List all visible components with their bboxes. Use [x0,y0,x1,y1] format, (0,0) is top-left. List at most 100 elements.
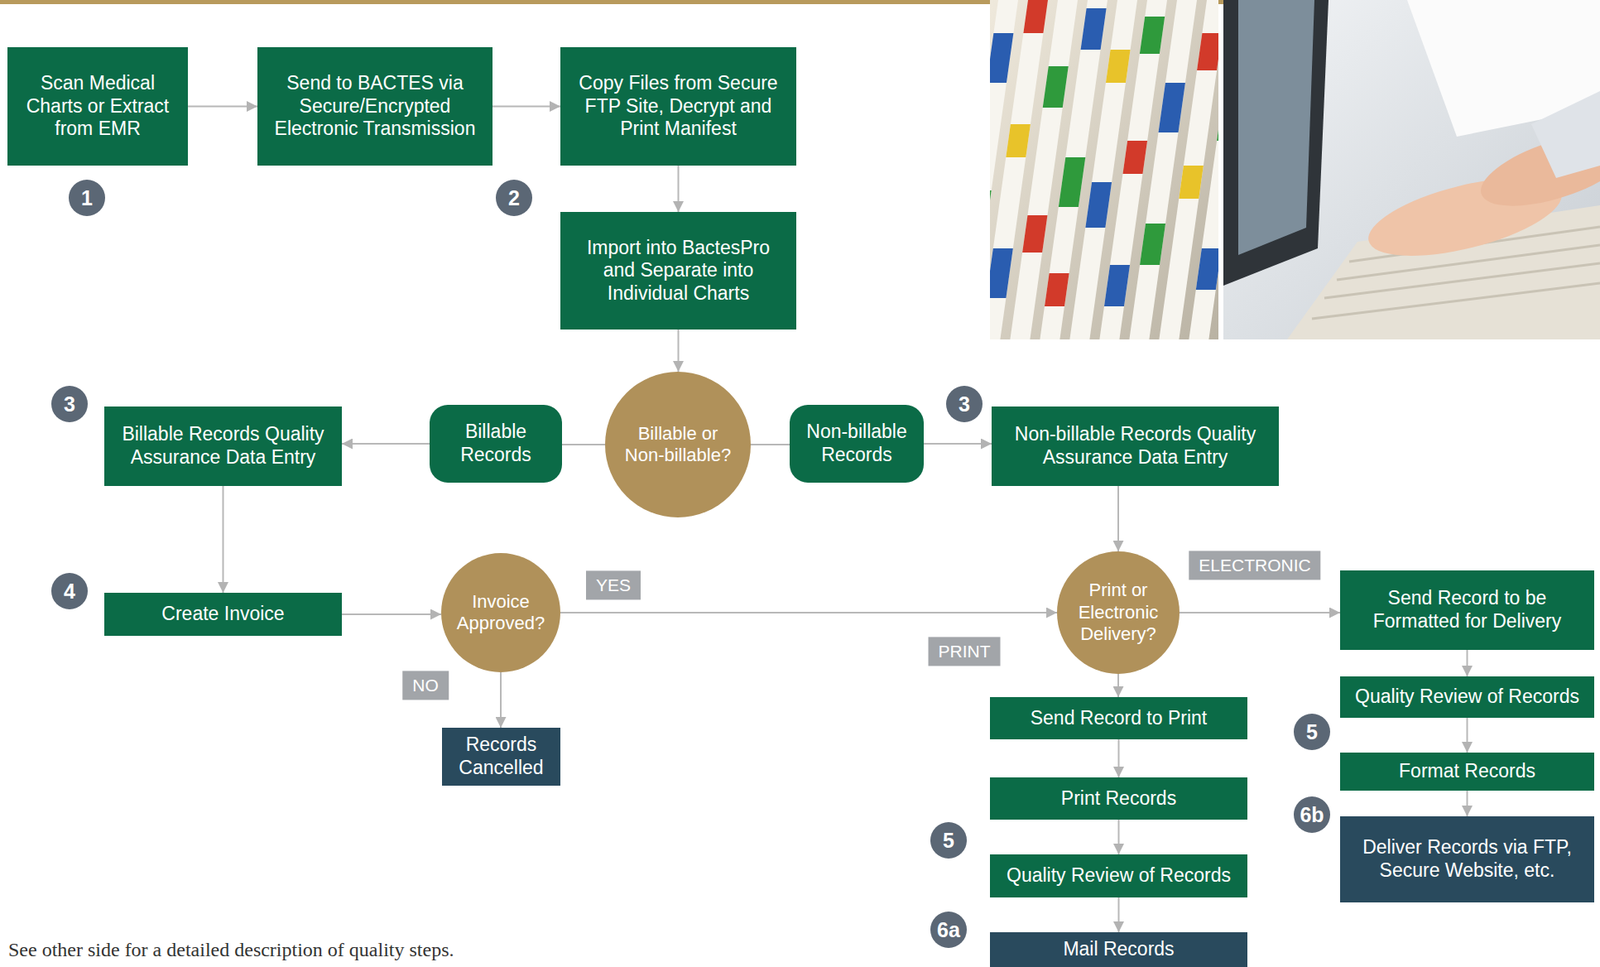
node-text: Deliver Records via FTP, Secure Website,… [1350,836,1585,882]
node-text: Send to BACTES via Secure/Encrypted Elec… [267,72,483,141]
terminal-box: Mail Records [989,932,1248,967]
folder-tab [1105,49,1131,83]
connector [341,613,442,616]
folder-tab [989,248,1014,298]
folder-tab [1158,82,1186,133]
circle-fill [441,552,561,673]
callout-number: 6b [1293,796,1331,833]
connector [1118,739,1120,778]
connector [677,165,680,212]
connector [750,443,790,446]
connector [222,485,225,593]
category-pill: Billable Records [429,404,563,483]
node-text: Non-billable Records [799,420,914,467]
branch-label: PRINT [928,636,1001,666]
callout-number: 1 [68,179,106,217]
folder-tab [1196,33,1219,71]
connector [492,105,561,108]
process-box: Print Records [989,777,1248,820]
connector [677,329,680,372]
callout-number: 2 [495,179,533,217]
connector [187,105,258,108]
connector [923,442,992,445]
sleeve [1531,91,1600,178]
node-text: Billable or Non-billable? [619,422,737,467]
folder-tab [1139,16,1165,54]
connector [1118,819,1120,855]
folder-tab [1216,99,1219,141]
process-box: Send Record to Print [989,696,1248,740]
process-box: Non-billable Records Quality Assurance D… [991,406,1279,486]
node-text: Print Records [1061,787,1177,811]
connector [1466,649,1469,677]
process-box: Quality Review of Records [989,854,1248,898]
folder-tab [1005,124,1031,158]
connector [1466,790,1469,817]
folder-tab [1085,182,1112,228]
decision-circle: Print or Electronic Delivery? [1057,551,1180,674]
node-text: Scan Medical Charts or Extract from EMR [17,72,178,141]
category-pill: Non-billable Records [789,404,924,483]
connector [1179,611,1341,614]
folder-edge [1188,0,1219,340]
callout-number: 5 [930,821,967,859]
callout-number: 5 [1293,713,1331,750]
node-text: Send Record to be Formatted for Delivery [1350,586,1585,633]
node-text: Quality Review of Records [1006,864,1231,888]
process-box: Create Invoice [104,592,342,636]
process-box: Import into BactesPro and Separate into … [560,211,797,330]
process-box: Format Records [1340,752,1595,791]
node-text: Non-billable Records Quality Assurance D… [1001,422,1269,469]
node-text: Send Record to Print [1030,706,1208,731]
connector [341,442,430,445]
callout-number: 6a [930,911,967,948]
node-text: Records Cancelled [451,733,551,779]
node-text: Invoice Approved? [452,590,548,635]
folder-tab [989,33,1014,83]
connector [1118,897,1120,933]
process-box: Copy Files from Secure FTP Site, Decrypt… [560,47,797,166]
branch-label: NO [402,670,449,700]
folder-tab [1104,264,1130,307]
monitor-screen [1238,0,1315,255]
folder-tab [989,190,992,232]
folder-tab [1139,223,1166,265]
connector [560,611,1058,614]
branch-label: YES [586,570,641,600]
circle-fill [1057,551,1180,674]
process-box: Scan Medical Charts or Extract from EMR [7,47,188,166]
node-text: Import into BactesPro and Separate into … [570,236,787,306]
connector [1466,717,1469,753]
node-text: Billable Records Quality Assurance Data … [114,422,332,469]
node-text: Mail Records [1062,937,1174,961]
folder-tab [1044,273,1070,307]
circle-fill [605,371,751,518]
folder-tab [1058,157,1086,207]
node-text: Format Records [1398,759,1536,784]
monitor [1223,0,1329,286]
branch-label: ELECTRONIC [1188,550,1321,580]
connector [1117,485,1120,552]
keyboard-photo [1223,0,1600,340]
connector [562,443,606,446]
folder-tab [1022,215,1048,253]
terminal-box: Records Cancelled [442,727,561,786]
node-text: Create Invoice [161,602,284,626]
folder-tab [1042,66,1069,108]
callout-number: 3 [51,385,88,423]
folder-tab [1178,165,1204,199]
folder-tab [1122,140,1148,174]
process-box: Send to BACTES via Secure/Encrypted Elec… [257,47,493,166]
folder-tab [1023,0,1048,34]
process-box: Quality Review of Records [1340,676,1595,718]
file-folders-photo [989,0,1219,340]
folder-tabs [989,0,1219,340]
node-text: Billable Records [439,420,553,467]
folder-edge [1158,0,1219,340]
process-box: Send Record to be Formatted for Delivery [1340,570,1595,650]
callout-number: 3 [946,385,983,423]
footnote: See other side for a detailed descriptio… [8,938,455,961]
callout-number: 4 [51,572,88,610]
terminal-box: Deliver Records via FTP, Secure Website,… [1340,816,1595,903]
